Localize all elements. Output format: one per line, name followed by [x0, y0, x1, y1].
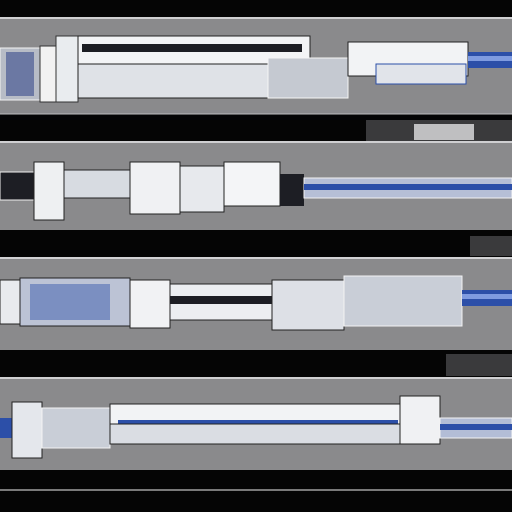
- collar: [55, 35, 79, 103]
- hilt-panel-4: [0, 377, 512, 491]
- detail-strip: [470, 236, 512, 256]
- emitter-block: [343, 275, 463, 327]
- hilt-panel-1: [0, 17, 512, 142]
- detail-strip: [414, 124, 474, 140]
- blade-stub-highlight: [462, 294, 512, 299]
- collar: [129, 279, 171, 329]
- emitter-block: [375, 63, 467, 85]
- collar: [129, 161, 181, 215]
- collar: [33, 161, 65, 221]
- hilt-body: [179, 165, 225, 213]
- hilt-body: [109, 423, 401, 445]
- collar: [39, 45, 57, 103]
- detail-strip: [446, 354, 512, 376]
- grip: [41, 407, 111, 449]
- hilt-stripe: [170, 296, 272, 304]
- switch-block: [271, 279, 345, 331]
- grip-ridges: [19, 277, 131, 327]
- emitter-block: [399, 395, 441, 445]
- blade-core: [440, 424, 512, 430]
- grip-ridges: [6, 52, 34, 96]
- collar: [11, 401, 43, 459]
- hilt-stripe: [82, 44, 302, 52]
- switch-block: [267, 57, 349, 99]
- pommel: [0, 171, 35, 201]
- switch-block: [223, 161, 281, 207]
- blade-stub-highlight: [468, 56, 512, 61]
- blade-core: [304, 184, 512, 190]
- hilt-body: [63, 169, 131, 199]
- hilt-body: [77, 63, 269, 99]
- emitter-dark: [280, 174, 304, 206]
- grip-ridges: [30, 284, 110, 320]
- pommel: [0, 418, 12, 438]
- grip: [0, 279, 21, 325]
- hilt-stripe: [118, 420, 398, 426]
- hilt-panel-2: [0, 141, 512, 256]
- hilt-panel-3: [0, 257, 512, 376]
